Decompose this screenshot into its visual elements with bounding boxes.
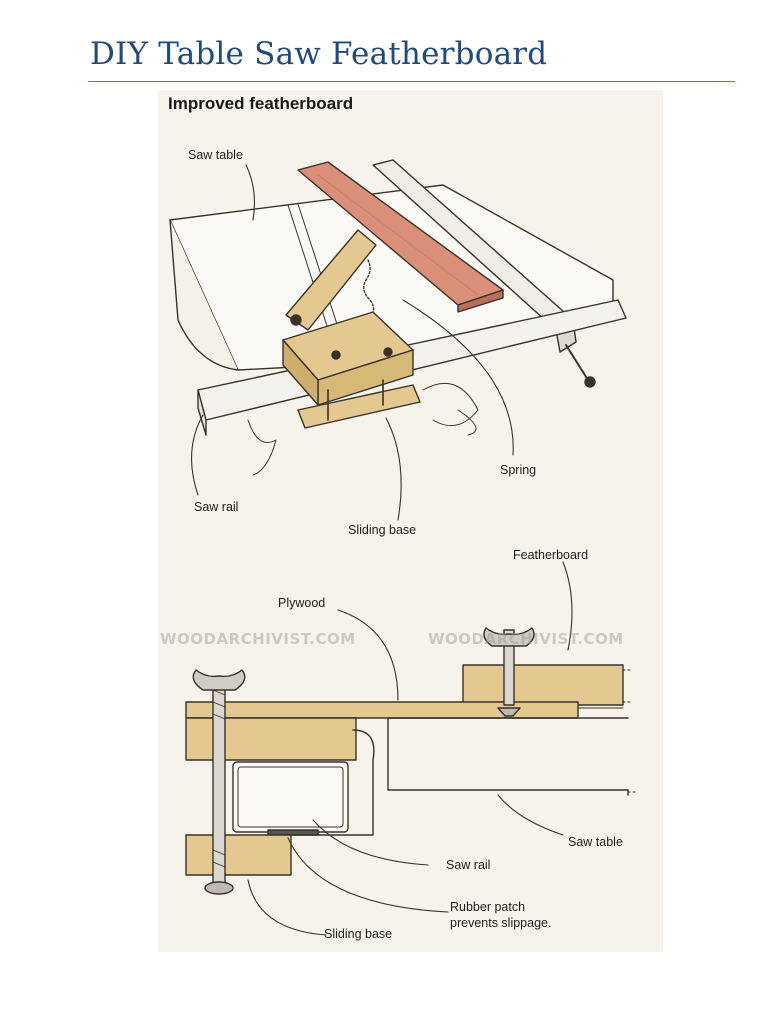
spring-coil [363, 259, 375, 345]
plywood-strip [185, 701, 579, 719]
right-bolt [503, 629, 515, 706]
watermark-left: WOODARCHIVIST.COM [160, 630, 356, 648]
right-wing-nut [483, 627, 535, 647]
figure-heading: Improved featherboard [168, 94, 354, 113]
label-sliding-base-bottom: Sliding base [324, 927, 393, 941]
label-saw-rail-bottom: Saw rail [446, 858, 491, 872]
label-saw-table-top: Saw table [188, 148, 243, 162]
left-bolt [212, 677, 226, 889]
left-wing-nut [192, 669, 246, 691]
document-title: DIY Table Saw Featherboard [90, 36, 548, 72]
rubber-patch [267, 829, 319, 836]
title-underline [88, 81, 735, 82]
label-saw-table-bottom: Saw table [568, 835, 623, 849]
saw-table-section [387, 717, 629, 791]
bolt-head [204, 881, 234, 895]
watermark-right: WOODARCHIVIST.COM [428, 630, 624, 648]
label-plywood: Plywood [278, 596, 326, 610]
label-featherboard: Featherboard [513, 548, 589, 562]
sliding-base-block [185, 834, 292, 876]
label-spring: Spring [500, 463, 537, 477]
featherboard-block [462, 664, 624, 706]
saw-rail-section [232, 761, 349, 833]
left-clamp-block [185, 717, 357, 761]
label-saw-rail-top: Saw rail [194, 500, 239, 514]
featherboard-arm [285, 229, 377, 331]
featherboard-illustration: Improved featherboard Saw table Spring S… [158, 90, 663, 952]
label-sliding-base-top: Sliding base [348, 523, 417, 537]
label-rubber-patch-1: Rubber patch [450, 900, 526, 914]
illustration-drawing [169, 159, 637, 936]
label-rubber-patch-2: prevents slippage. [450, 916, 552, 930]
